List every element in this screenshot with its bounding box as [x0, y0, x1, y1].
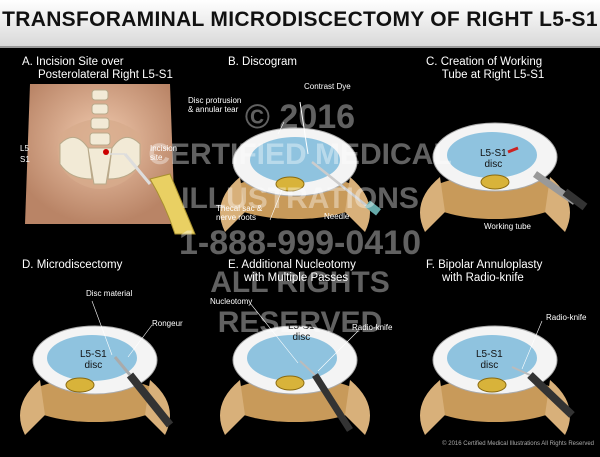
watermark-line4: 1-888-999-0410 [179, 224, 421, 262]
panel-a: A. Incision Site over Posterolateral Rig… [0, 52, 200, 254]
watermark-line1: © 2016 [244, 98, 356, 136]
label-d-disc: L5-S1 disc [80, 349, 107, 371]
panel-d-title: D. Microdiscectomy [22, 259, 123, 271]
watermark-line5: ALL RIGHTS [210, 266, 390, 299]
label-rongeur: Rongeur [152, 319, 183, 328]
label-f-radio-knife: Radio-knife [546, 313, 587, 322]
label-thecal-sac: Thecal sac & nerve roots [216, 204, 263, 222]
label-needle: Needle [324, 212, 350, 221]
working-tube-illustration [420, 122, 588, 232]
panel-d: D. Microdiscectomy Disc material Rongeur… [0, 255, 200, 457]
panel-a-title: A. Incision Site over Posterolateral Rig… [22, 56, 173, 81]
label-l5: L5 [20, 144, 29, 153]
label-s1: S1 [20, 155, 30, 164]
watermark-line3: ILLUSTRATIONS [181, 182, 419, 215]
label-nucleotomy: Nucleotomy [210, 297, 253, 306]
copyright-notice: © 2016 Certified Medical Illustrations A… [442, 441, 594, 447]
label-working-tube: Working tube [484, 222, 531, 231]
microdiscectomy-illustration [20, 300, 174, 435]
panel-c-title: C. Creation of Working Tube at Right L5-… [426, 56, 545, 81]
label-c-disc: L5-S1 disc [480, 148, 507, 170]
page-title: TRANSFORAMINAL MICRODISCECTOMY OF RIGHT … [2, 8, 598, 31]
title-bar: TRANSFORAMINAL MICRODISCECTOMY OF RIGHT … [0, 0, 600, 48]
label-f-disc: L5-S1 disc [476, 349, 503, 371]
panel-f-title: F. Bipolar Annuloplasty with Radio-knife [426, 259, 543, 284]
label-contrast-dye: Contrast Dye [304, 82, 351, 91]
watermark-line2: CERTIFIED MEDICAL [148, 138, 452, 171]
panel-e: E. Additional Nucleotomy with Multiple P… [200, 255, 400, 457]
watermark-line6: RESERVED [217, 306, 383, 339]
panel-b: B. Discogram Disc protrusion & annular t… [188, 52, 400, 254]
panel-e-title: E. Additional Nucleotomy with Multiple P… [228, 259, 356, 284]
label-disc-protrusion: Disc protrusion & annular tear [188, 96, 242, 114]
discogram-illustration [220, 101, 381, 232]
panel-f: F. Bipolar Annuloplasty with Radio-knife… [400, 255, 600, 457]
annuloplasty-illustration [420, 320, 575, 435]
label-e-disc: L5-S1 disc [288, 321, 315, 343]
lower-back-illustration [25, 84, 196, 235]
nucleotomy-illustration [220, 302, 370, 435]
panel-b-title: B. Discogram [228, 56, 298, 68]
label-e-radio-knife: Radio-knife [352, 323, 393, 332]
label-disc-material: Disc material [86, 289, 133, 298]
label-incision-site: Incision site [150, 144, 178, 162]
panel-c: C. Creation of Working Tube at Right L5-… [400, 52, 600, 254]
